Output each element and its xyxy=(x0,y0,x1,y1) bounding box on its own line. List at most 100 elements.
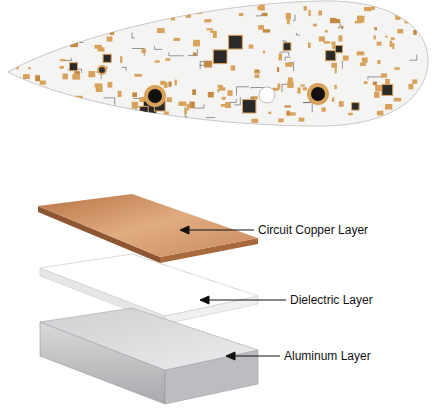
solder-pad xyxy=(17,15,25,21)
solder-pad xyxy=(334,85,336,89)
mount-ring xyxy=(144,85,166,107)
solder-pad xyxy=(288,77,293,83)
solder-pad xyxy=(217,89,219,93)
ic-chip xyxy=(335,46,342,53)
solder-pad xyxy=(164,111,169,114)
solder-pad xyxy=(45,36,50,38)
solder-pad xyxy=(192,89,196,95)
solder-pad xyxy=(279,54,283,61)
solder-pad xyxy=(322,107,326,111)
solder-pad xyxy=(97,24,99,28)
solder-pad xyxy=(185,108,187,114)
solder-pad xyxy=(377,111,383,116)
trace xyxy=(80,42,84,43)
solder-pad xyxy=(374,27,377,30)
solder-pad xyxy=(325,30,328,32)
ic-chip xyxy=(283,43,291,51)
solder-pad xyxy=(309,10,311,16)
solder-pad xyxy=(73,103,76,105)
trace xyxy=(188,49,198,56)
solder-pad xyxy=(54,19,57,22)
layer-label: Circuit Copper Layer xyxy=(258,223,368,237)
solder-pad xyxy=(304,6,307,10)
solder-pad xyxy=(132,92,137,97)
solder-pad xyxy=(394,98,402,102)
solder-pad xyxy=(121,14,124,17)
solder-pad xyxy=(125,19,132,21)
solder-pad xyxy=(284,105,291,107)
solder-pad xyxy=(374,92,379,98)
solder-pad xyxy=(88,71,95,77)
via xyxy=(98,66,106,74)
solder-pad xyxy=(395,15,400,20)
aluminum-layer xyxy=(40,308,258,404)
ic-chip xyxy=(71,16,79,24)
copper-layer xyxy=(38,194,258,263)
solder-pad xyxy=(255,74,260,78)
solder-pad xyxy=(359,16,365,23)
solder-pad xyxy=(87,17,92,21)
solder-pad xyxy=(96,87,103,92)
solder-pad xyxy=(416,111,423,114)
pcb-board xyxy=(8,1,428,128)
solder-pad xyxy=(218,85,223,88)
solder-pad xyxy=(343,56,349,61)
solder-pad xyxy=(142,49,147,53)
solder-pad xyxy=(142,115,150,120)
solder-pad xyxy=(391,37,395,40)
trace xyxy=(285,57,290,61)
solder-pad xyxy=(385,36,387,38)
solder-pad xyxy=(85,111,89,118)
solder-pad xyxy=(75,96,83,102)
solder-pad xyxy=(364,7,372,11)
trace xyxy=(54,34,55,40)
solder-pad xyxy=(373,82,377,86)
solder-pad xyxy=(164,82,168,88)
arrow-head xyxy=(226,352,235,360)
mount-ring xyxy=(307,83,329,105)
solder-pad xyxy=(193,53,197,56)
solder-pad xyxy=(360,63,366,66)
solder-pad xyxy=(407,118,413,120)
solder-pad xyxy=(23,74,30,79)
solder-pad xyxy=(167,97,172,102)
ic-chip xyxy=(213,50,227,64)
solder-pad xyxy=(231,65,235,70)
solder-pad xyxy=(413,98,420,102)
trace xyxy=(155,46,163,49)
solder-pad xyxy=(377,42,382,46)
solder-pad xyxy=(50,112,57,114)
solder-pad xyxy=(222,97,226,100)
solder-pad xyxy=(179,102,187,106)
ic-chip xyxy=(140,106,149,115)
solder-pad xyxy=(395,120,397,124)
aluminum-face xyxy=(40,308,258,370)
solder-pad xyxy=(70,42,78,47)
solder-pad xyxy=(42,13,47,17)
trace xyxy=(200,62,211,70)
ic-chip xyxy=(352,103,360,111)
solder-pad xyxy=(377,60,380,64)
solder-pad xyxy=(416,97,421,102)
solder-pad xyxy=(319,37,325,42)
trace xyxy=(122,67,126,71)
solder-pad xyxy=(63,74,68,80)
solder-pad xyxy=(263,29,270,32)
solder-pad xyxy=(385,79,390,84)
solder-pad xyxy=(204,19,211,22)
trace xyxy=(256,14,262,16)
dielectric-face xyxy=(40,254,258,316)
solder-pad xyxy=(385,104,392,110)
solder-pad xyxy=(72,74,80,80)
solder-pad xyxy=(40,81,46,85)
trace xyxy=(65,58,72,61)
trace xyxy=(121,11,126,21)
layer-label: Dielectric Layer xyxy=(290,293,373,307)
solder-pad xyxy=(407,109,411,112)
leader-line xyxy=(206,300,286,301)
solder-pad xyxy=(286,13,291,19)
solder-pad xyxy=(165,58,170,61)
solder-pad xyxy=(108,105,110,107)
solder-pad xyxy=(252,119,259,123)
solder-pad xyxy=(225,102,231,108)
